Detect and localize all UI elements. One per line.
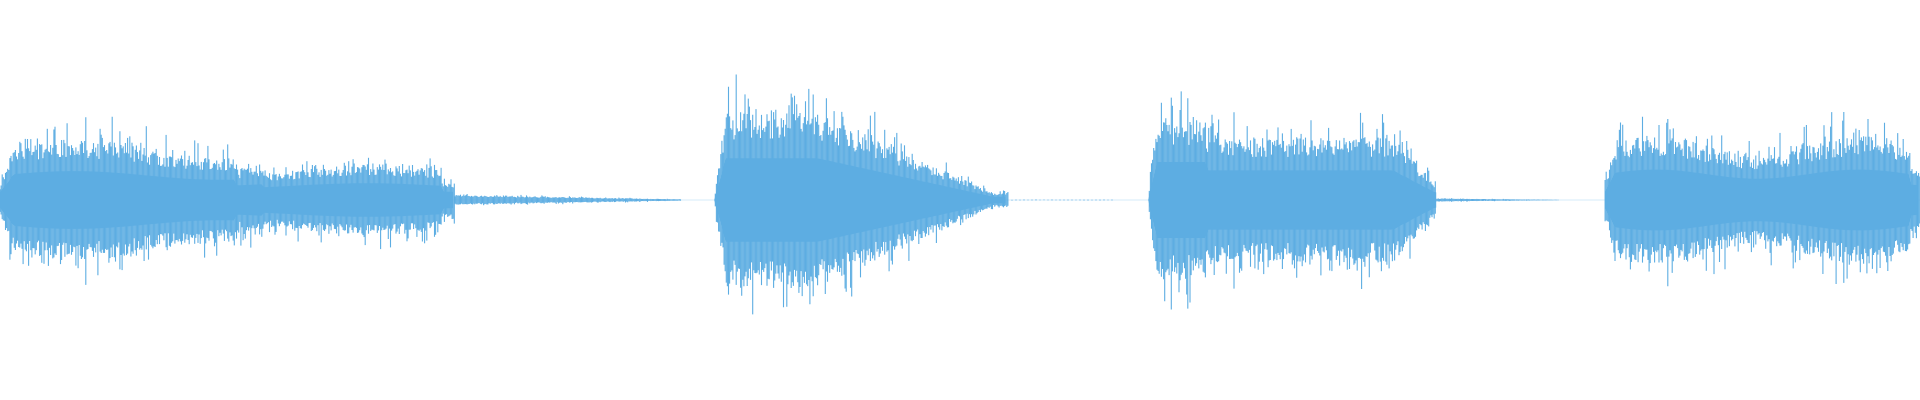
waveform-core-band	[1605, 169, 1918, 231]
waveform-core-band	[0, 171, 453, 229]
waveform-core-band	[1148, 162, 1437, 238]
waveform-core-band	[714, 158, 1006, 242]
waveform-trace	[0, 74, 1920, 315]
